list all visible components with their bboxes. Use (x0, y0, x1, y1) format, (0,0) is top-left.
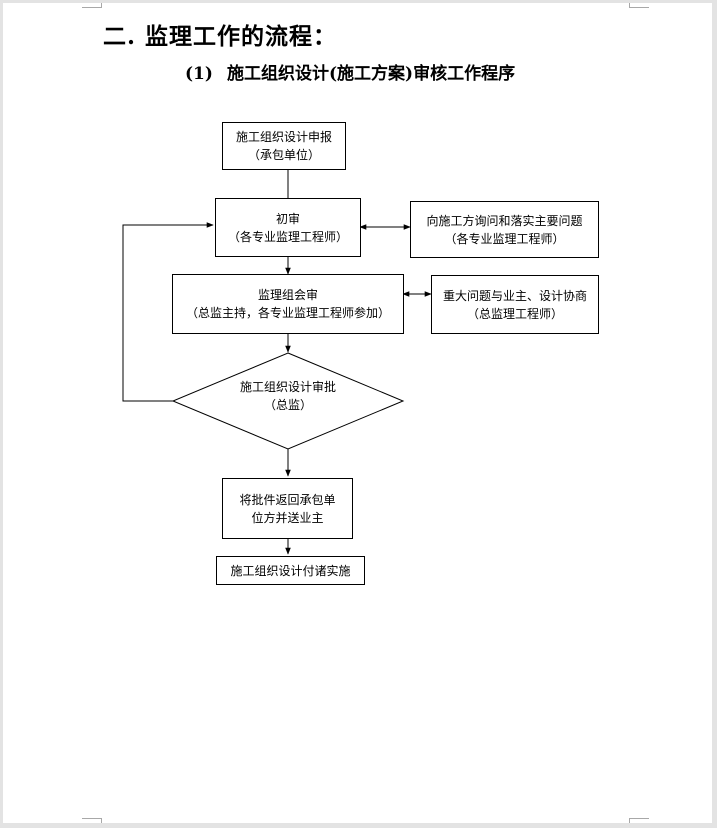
connector-feedback-loop (122, 222, 214, 402)
node-initial-review: 初审 （各专业监理工程师） (215, 198, 361, 257)
document-page: 二. 监理工作的流程： (1) 施工组织设计(施工方案)审核工作程序 施工组织设计… (3, 3, 712, 823)
node-joint-review-line2: （总监主持，各专业监理工程师参加） (185, 306, 390, 320)
node-joint-review-line1: 监理组会审 (257, 288, 318, 302)
section-heading: 二. 监理工作的流程： (103, 23, 338, 50)
node-implement-line1: 施工组织设计付诸实施 (230, 563, 351, 578)
corner-mark-bottom-left-h (82, 818, 102, 819)
corner-mark-bottom-left-v (101, 818, 102, 823)
node-consult: 重大问题与业主、设计协商 （总监理工程师） (431, 275, 599, 334)
node-return: 将批件返回承包单 位方并送业主 (222, 478, 353, 539)
node-return-line1: 将批件返回承包单 (239, 492, 336, 507)
node-approval-line1: 施工组织设计审批 (239, 380, 336, 394)
corner-mark-top-left-v (101, 3, 102, 8)
node-initial-review-line2: （各专业监理工程师） (227, 229, 348, 244)
node-submit-line1: 施工组织设计申报 (235, 130, 332, 144)
node-approval-text: 施工组织设计审批 （总监） (208, 378, 368, 414)
subsection-heading: (1) 施工组织设计(施工方案)审核工作程序 (185, 59, 515, 84)
node-inquiry-line1: 向施工方询问和落实主要问题 (426, 213, 583, 228)
node-approval-line2: （总监） (263, 398, 312, 412)
flowchart-connectors (122, 169, 432, 555)
node-inquiry-line2: （各专业监理工程师） (444, 231, 565, 246)
corner-mark-top-left-h (82, 7, 102, 8)
node-consult-line2: （总监理工程师） (466, 306, 563, 321)
corner-mark-bottom-right-v (629, 818, 630, 823)
node-consult-line1: 重大问题与业主、设计协商 (442, 288, 587, 303)
node-joint-review: 监理组会审 （总监主持，各专业监理工程师参加） (172, 274, 404, 334)
node-implement: 施工组织设计付诸实施 (216, 556, 365, 585)
node-return-line2: 位方并送业主 (251, 510, 324, 525)
corner-mark-top-right-h (629, 7, 649, 8)
corner-mark-top-right-v (629, 3, 630, 8)
node-initial-review-line1: 初审 (275, 211, 300, 226)
node-submit: 施工组织设计申报 （承包单位） (222, 122, 346, 170)
node-inquiry: 向施工方询问和落实主要问题 （各专业监理工程师） (410, 201, 599, 258)
subsection-title: 施工组织设计(施工方案)审核工作程序 (227, 64, 516, 84)
corner-mark-bottom-right-h (629, 818, 649, 819)
subsection-number: (1) (185, 64, 213, 84)
node-submit-line2: （承包单位） (247, 148, 320, 162)
